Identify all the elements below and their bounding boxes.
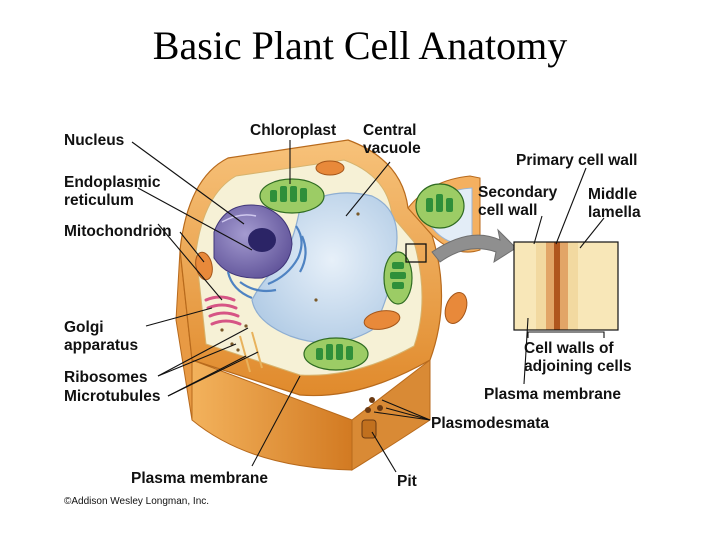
label-nucleus: Nucleus	[64, 132, 124, 149]
plasmodesmata-pores	[365, 397, 383, 413]
label-central-vacuole-2: vacuole	[363, 140, 421, 157]
cell-wall-inset	[513, 241, 619, 338]
label-central-vacuole-1: Central	[363, 122, 416, 139]
leader-lines	[131, 140, 605, 473]
ribosomes	[220, 212, 360, 352]
label-cell-walls-1: Cell walls of	[524, 340, 614, 357]
label-middle-lamella-1: Middle	[588, 186, 637, 203]
label-plasma-membrane-right: Plasma membrane	[484, 386, 621, 403]
cell-body	[175, 139, 481, 471]
label-er-1: Endoplasmic	[64, 174, 161, 191]
chloroplasts	[259, 178, 465, 371]
label-plasma-membrane-bottom: Plasma membrane	[131, 470, 268, 487]
label-primary-cell-wall: Primary cell wall	[516, 152, 638, 169]
label-golgi-2: apparatus	[64, 337, 138, 354]
magnification-box	[405, 243, 427, 263]
label-middle-lamella-2: lamella	[588, 204, 641, 221]
label-er-2: reticulum	[64, 192, 134, 209]
endoplasmic-reticulum	[226, 225, 307, 300]
label-ribosomes: Ribosomes	[64, 369, 148, 386]
label-pit: Pit	[397, 473, 417, 490]
golgi-apparatus	[204, 295, 242, 326]
nucleus	[213, 204, 293, 279]
label-microtubules: Microtubules	[64, 388, 160, 405]
label-secondary-cell-wall-1: Secondary	[478, 184, 558, 201]
label-secondary-cell-wall-2: cell wall	[478, 202, 537, 219]
label-cell-walls-2: adjoining cells	[524, 358, 632, 375]
microtubules	[239, 331, 263, 373]
page-title: Basic Plant Cell Anatomy	[152, 23, 568, 68]
cell-wall-front	[191, 359, 353, 471]
label-plasmodesmata: Plasmodesmata	[431, 415, 549, 432]
label-chloroplast: Chloroplast	[250, 122, 336, 139]
label-golgi-1: Golgi	[64, 319, 104, 336]
labels: Nucleus Endoplasmic reticulum Mitochondr…	[64, 122, 641, 507]
label-mitochondrion: Mitochondrion	[64, 223, 172, 240]
copyright-text: ©Addison Wesley Longman, Inc.	[64, 496, 209, 507]
